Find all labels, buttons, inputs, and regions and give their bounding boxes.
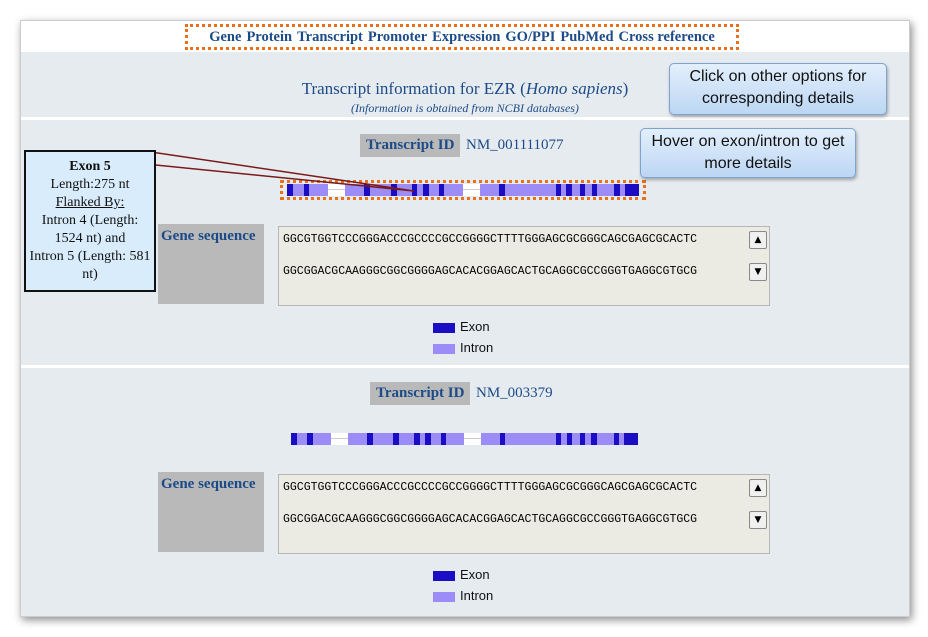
- nav-menu: Gene Protein Transcript Promoter Express…: [185, 24, 739, 50]
- legend-exon: Exon: [433, 567, 493, 582]
- scroll-up-button[interactable]: ▲: [749, 479, 767, 497]
- exon-segment[interactable]: [412, 184, 418, 196]
- legend-intron-label: Intron: [460, 340, 494, 355]
- nav-expression[interactable]: Expression: [432, 28, 501, 45]
- gap-segment[interactable]: [331, 433, 349, 445]
- legend-intron: Intron: [433, 340, 493, 355]
- nav-promoter[interactable]: Promoter: [367, 28, 428, 45]
- legend: Exon Intron: [433, 319, 493, 355]
- intron-swatch: [433, 591, 455, 602]
- seq-line: GGCGTGGTCCCGGGACCCGCCCCGCCGGGGCTTTTGGGAG…: [283, 233, 698, 246]
- scroll-up-button[interactable]: ▲: [749, 231, 767, 249]
- tooltip-flank-2: Intron 5 (Length: 581 nt): [29, 249, 151, 282]
- gene-structure-bar[interactable]: [291, 433, 638, 445]
- seq-line: GGCGTGGTCCCGGGACCCGCCCCGCCGGGGCTTTTGGGAG…: [283, 481, 698, 494]
- transcript-id: NM_001111077: [466, 137, 564, 153]
- species: Homo sapiens: [525, 79, 623, 98]
- tooltip-flanked-label: Flanked By:: [55, 195, 125, 210]
- exon-segment[interactable]: [303, 184, 309, 196]
- exon-segment[interactable]: [390, 184, 397, 196]
- legend-exon: Exon: [433, 319, 493, 334]
- exon-segment[interactable]: [291, 433, 297, 445]
- legend-exon-label: Exon: [460, 567, 490, 582]
- gap-segment[interactable]: [464, 433, 482, 445]
- nav-cross-reference[interactable]: Cross reference: [618, 28, 715, 45]
- exon-segment[interactable]: [566, 184, 572, 196]
- page-title: Transcript information for EZR (Homo sap…: [21, 79, 909, 99]
- exon-segment[interactable]: [579, 184, 586, 196]
- exon-swatch: [433, 570, 455, 581]
- gap-segment[interactable]: [327, 184, 345, 196]
- gap-segment[interactable]: [462, 184, 480, 196]
- divider: [21, 365, 909, 368]
- tooltip-connector: [26, 151, 415, 192]
- scroll-down-button[interactable]: ▼: [749, 263, 767, 281]
- title-text: Transcript information for EZR (: [301, 79, 526, 98]
- tooltip-length: Length:275 nt: [50, 177, 130, 192]
- exon-segment[interactable]: [499, 184, 505, 196]
- title-suffix: ): [622, 79, 629, 98]
- divider: [21, 117, 909, 120]
- nav-pubmed[interactable]: PubMed: [560, 28, 614, 45]
- exon-segment[interactable]: [393, 433, 400, 445]
- exon-segment[interactable]: [414, 433, 420, 445]
- exon-segment[interactable]: [500, 433, 506, 445]
- nav-gene[interactable]: Gene: [209, 28, 242, 45]
- exon-segment[interactable]: [364, 184, 371, 196]
- exon-segment[interactable]: [367, 433, 373, 445]
- legend-intron: Intron: [433, 588, 493, 603]
- exon-segment[interactable]: [591, 433, 597, 445]
- nav-go-ppi[interactable]: GO/PPI: [505, 28, 556, 45]
- legend: Exon Intron: [433, 567, 493, 603]
- gene-sequence-label: Gene sequence: [158, 472, 264, 552]
- seq-line: GGCGGACGCAAGGGCGGCGGGGAGCACACGGAGCACTGCA…: [283, 513, 698, 526]
- page-frame: Gene Protein Transcript Promoter Express…: [20, 20, 910, 617]
- tooltip-flank-1: Intron 4 (Length: 1524 nt) and: [41, 213, 139, 246]
- exon-segment[interactable]: [287, 184, 293, 196]
- exon-segment[interactable]: [613, 433, 619, 445]
- exon-swatch: [433, 322, 455, 333]
- exon-segment[interactable]: [438, 184, 445, 196]
- exon-segment[interactable]: [625, 184, 639, 196]
- tooltip-title: Exon 5: [69, 159, 111, 174]
- exon-segment[interactable]: [614, 184, 620, 196]
- exon-tooltip: Exon 5 Length:275 nt Flanked By: Intron …: [24, 150, 156, 292]
- nav-protein[interactable]: Protein: [246, 28, 293, 45]
- exon-segment[interactable]: [422, 184, 429, 196]
- transcript-id-label: Transcript ID: [370, 382, 471, 405]
- gene-sequence-textarea[interactable]: GGCGTGGTCCCGGGACCCGCCCCGCCGGGGCTTTTGGGAG…: [278, 474, 770, 554]
- exon-segment[interactable]: [591, 184, 598, 196]
- exon-segment[interactable]: [556, 433, 562, 445]
- exon-segment[interactable]: [440, 433, 446, 445]
- hover-hint-callout: Hover on exon/intron to get more details: [640, 128, 856, 178]
- nav-bar: Gene Protein Transcript Promoter Express…: [21, 21, 909, 52]
- seq-line: GGCGGACGCAAGGGCGGCGGGGAGCACACGGAGCACTGCA…: [283, 265, 698, 278]
- legend-intron-label: Intron: [460, 588, 494, 603]
- exon-segment[interactable]: [555, 184, 562, 196]
- transcript-id-label: Transcript ID: [360, 134, 461, 157]
- page-subtitle: (Information is obtained from NCBI datab…: [351, 101, 579, 115]
- nav-transcript[interactable]: Transcript: [297, 28, 363, 45]
- legend-exon-label: Exon: [460, 319, 490, 334]
- exon-segment[interactable]: [307, 433, 313, 445]
- exon-segment[interactable]: [579, 433, 585, 445]
- gene-sequence-textarea[interactable]: GGCGTGGTCCCGGGACCCGCCCCGCCGGGGCTTTTGGGAG…: [278, 226, 770, 306]
- exon-segment[interactable]: [424, 433, 431, 445]
- transcript-id: NM_003379: [476, 385, 553, 401]
- scroll-down-button[interactable]: ▼: [749, 511, 767, 529]
- gene-sequence-label: Gene sequence: [158, 224, 264, 304]
- exon-segment[interactable]: [624, 433, 638, 445]
- intron-swatch: [433, 343, 455, 354]
- bar-highlight: [280, 180, 646, 200]
- exon-segment[interactable]: [566, 433, 572, 445]
- nav-hint-callout: Click on other options for corresponding…: [669, 63, 887, 115]
